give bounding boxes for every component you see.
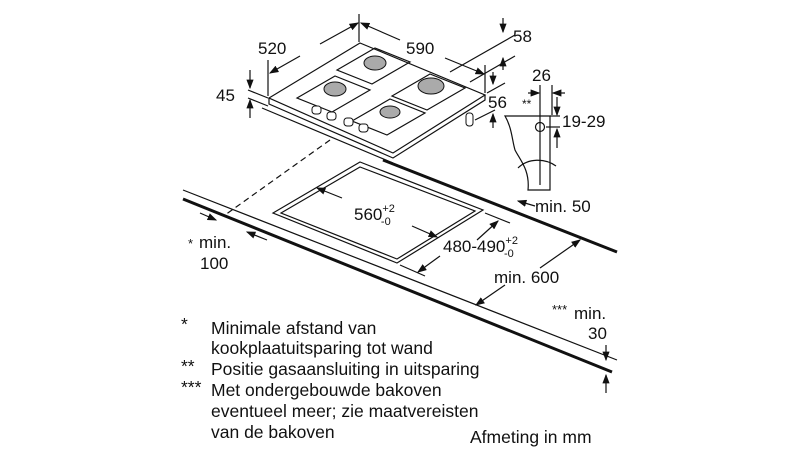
note-line: Met ondergebouwde bakoven bbox=[211, 380, 442, 400]
note-line: eventueel meer; zie maatvereisten bbox=[211, 401, 479, 421]
dim-min-back: min. 50 bbox=[535, 197, 591, 216]
dim-gas-offset: 26 bbox=[532, 66, 551, 85]
note-line: Minimale afstand van bbox=[211, 318, 376, 338]
note-marker: *** bbox=[181, 377, 202, 397]
note-marker: ** bbox=[181, 356, 195, 376]
note-line: Positie gasaansluiting in uitsparing bbox=[211, 359, 480, 379]
gas-connection-detail bbox=[503, 85, 565, 191]
hob-dimension-lines bbox=[246, 14, 516, 128]
note-line: kookplaatuitsparing tot wand bbox=[211, 338, 433, 358]
footnotes: * Minimale afstand van kookplaatuitspari… bbox=[181, 314, 592, 447]
dim-hob-depth: 520 bbox=[258, 39, 286, 58]
dim-min-oven-label: min. bbox=[574, 304, 606, 323]
dim-cutout-depth: 480-490+2-0 bbox=[443, 235, 518, 260]
dim-cutout-width: 560+2-0 bbox=[354, 203, 395, 228]
control-knobs bbox=[311, 105, 474, 133]
dimension-labels: 520 590 58 45 56 26 ** 19-29 560+2-0 480… bbox=[188, 27, 607, 343]
dim-min-worktop: min. 600 bbox=[494, 268, 559, 287]
cutout bbox=[224, 139, 485, 264]
dim-hob-width: 590 bbox=[406, 39, 434, 58]
dim-min-wall-label: min. bbox=[199, 233, 231, 252]
note-line: van de bakoven bbox=[211, 422, 335, 442]
dim-hob-below: 56 bbox=[488, 93, 507, 112]
dim-min-wall-star: * bbox=[188, 236, 193, 251]
note-marker: * bbox=[181, 314, 188, 334]
gas-marker: ** bbox=[522, 97, 532, 111]
dim-min-oven-value: 30 bbox=[588, 324, 607, 343]
dim-hob-glass-height: 45 bbox=[216, 86, 235, 105]
dim-min-wall-value: 100 bbox=[200, 254, 228, 273]
dim-gas-height: 19-29 bbox=[562, 112, 605, 131]
unit-label: Afmeting in mm bbox=[470, 427, 592, 447]
worktop bbox=[182, 158, 618, 374]
burner-icons bbox=[323, 55, 445, 119]
dim-min-oven-star: *** bbox=[552, 302, 567, 317]
dim-hob-height-total: 58 bbox=[513, 27, 532, 46]
cutout-dimension-lines bbox=[199, 187, 610, 393]
hob-drawing bbox=[261, 42, 487, 164]
